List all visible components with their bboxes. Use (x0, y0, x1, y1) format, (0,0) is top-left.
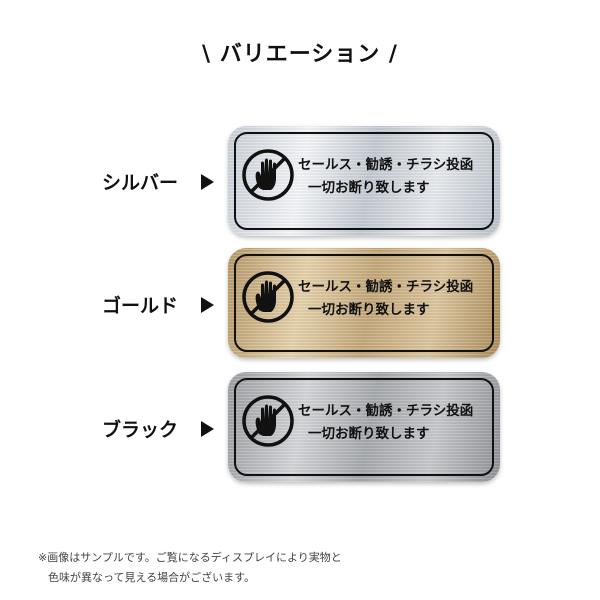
variant-label-black: ブラック (102, 415, 214, 442)
arrow-right-icon (201, 420, 214, 437)
no-hand-icon (242, 149, 294, 201)
arrow-right-icon (201, 173, 214, 190)
variant-label-text: ゴールド (102, 295, 179, 317)
sign-text-line1: セールス・勧誘・チラシ投函 (298, 403, 474, 419)
arrow-right-icon (201, 296, 214, 313)
sign-text: セールス・勧誘・チラシ投函 一切お断り致します (298, 154, 488, 200)
sign-text-line2: 一切お断り致します (308, 426, 430, 442)
footnote: ※画像はサンプルです。ご覧になるディスプレイにより実物と 色味が異なって見える場… (38, 548, 342, 588)
footnote-line1: ※画像はサンプルです。ご覧になるディスプレイにより実物と (38, 551, 342, 564)
sign-text: セールス・勧誘・チラシ投函 一切お断り致します (298, 400, 488, 446)
sign-plate-black: セールス・勧誘・チラシ投函 一切お断り致します (228, 372, 500, 482)
page-title: \ バリエーション / (202, 42, 398, 67)
variant-label-silver: シルバー (102, 168, 214, 195)
sign-text-line2: 一切お断り致します (308, 180, 430, 196)
plate-border (234, 132, 494, 230)
sign-text-line2: 一切お断り致します (308, 302, 430, 318)
no-hand-icon (242, 271, 294, 323)
variant-label-gold: ゴールド (102, 291, 214, 318)
sign-text-line1: セールス・勧誘・チラシ投函 (298, 157, 474, 173)
variant-label-text: シルバー (102, 172, 179, 194)
no-hand-icon (242, 395, 294, 447)
plate-border (234, 378, 494, 476)
sign-plate-silver: セールス・勧誘・チラシ投函 一切お断り致します (228, 126, 500, 236)
footnote-line2: 色味が異なって見える場合がございます。 (48, 571, 256, 584)
sign-text: セールス・勧誘・チラシ投函 一切お断り致します (298, 276, 488, 322)
variant-label-text: ブラック (102, 419, 179, 441)
sign-text-line1: セールス・勧誘・チラシ投函 (298, 279, 474, 295)
plate-border (234, 254, 494, 352)
sign-plate-gold: セールス・勧誘・チラシ投函 一切お断り致します (228, 248, 500, 358)
